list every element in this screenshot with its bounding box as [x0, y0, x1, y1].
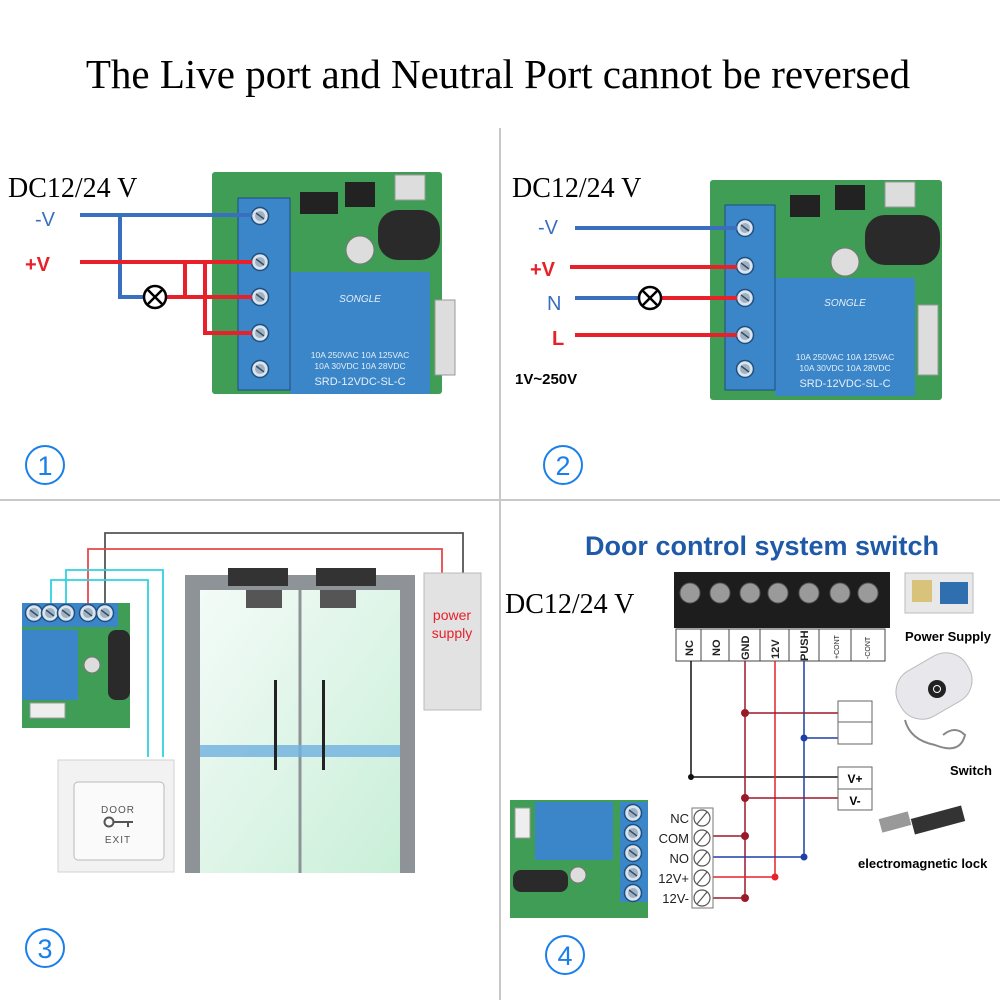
wires — [80, 213, 252, 335]
controller-terminal-block: NC NO GND 12V PUSH +CONT -CONT — [674, 572, 890, 662]
exit-button: DOOR EXIT — [57, 759, 175, 873]
power-supply-label-2: supply — [432, 625, 472, 641]
antenna-coil — [865, 215, 940, 265]
neutral-label: N — [547, 293, 561, 315]
panel-4: Door control system switch DC12/24 V NC … — [505, 531, 992, 975]
lock-terminal-vminus: V- — [849, 794, 860, 808]
relay — [290, 272, 430, 394]
relay-model: SRD-12VDC-SL-C — [799, 378, 890, 390]
wires — [50, 532, 464, 757]
power-supply-label-1: power — [433, 607, 471, 623]
relay-terminal-com: COM — [659, 831, 689, 846]
step-number: 3 — [37, 934, 52, 964]
panel-1: SONGLE 10A 250VAC 10A 125VAC 10A 30VDC 1… — [8, 172, 456, 485]
magnetic-lock — [228, 568, 288, 586]
live-label: L — [552, 328, 564, 350]
step-number-badge — [25, 445, 65, 485]
panel-title: Door control system switch — [585, 531, 939, 561]
terminal-label-12v: 12V — [770, 639, 782, 659]
relay-terminals: NC COM NO 12V+ 12V- — [658, 807, 714, 909]
panel-2: SONGLE 10A 250VAC 10A 125VAC 10A 30VDC 1… — [512, 173, 942, 485]
terminal-label-pos-cont: +CONT — [834, 634, 841, 659]
panel-3: power supply DOOR EXIT 3 — [22, 532, 482, 968]
relay-board — [510, 800, 648, 918]
step-number-badge — [545, 935, 585, 975]
wires — [570, 226, 737, 337]
capacitor — [345, 235, 375, 265]
power-supply: power supply — [423, 572, 482, 711]
relay-brand: SONGLE — [824, 298, 866, 309]
door-handle — [274, 680, 277, 770]
relay-board: SONGLE 10A 250VAC 10A 125VAC 10A 30VDC 1… — [710, 180, 942, 400]
neg-label: -V — [538, 217, 559, 239]
power-supply-image — [904, 572, 974, 614]
step-number-badge — [543, 445, 583, 485]
lock-terminal-vplus: V+ — [847, 772, 862, 786]
terminal-label-neg-cont: -CONT — [865, 636, 872, 659]
relay-terminal-12v-plus: 12V+ — [658, 871, 689, 886]
key-icon — [103, 816, 133, 828]
lock-label: electromagnetic lock — [858, 856, 988, 871]
page-title: The Live port and Neutral Port cannot be… — [86, 51, 910, 97]
relay — [775, 278, 915, 396]
terminal-label-push: PUSH — [799, 630, 811, 661]
door-handle — [322, 680, 325, 770]
terminal-label-gnd: GND — [740, 636, 752, 661]
step-number: 4 — [557, 941, 572, 971]
voltage-label: DC12/24 V — [505, 589, 634, 620]
terminal-label-no: NO — [711, 639, 723, 656]
capacitor — [830, 247, 860, 277]
step-number: 1 — [37, 451, 52, 481]
wires — [688, 661, 838, 902]
relay-brand: SONGLE — [339, 294, 381, 305]
step-number-badge — [25, 928, 65, 968]
antenna-coil — [378, 210, 440, 260]
neg-label: -V — [35, 209, 56, 231]
power-supply-label: Power Supply — [905, 629, 992, 644]
voltage-label: DC12/24 V — [8, 173, 137, 204]
pos-label: +V — [25, 254, 51, 276]
relay-board — [22, 603, 130, 728]
terminal-label-nc: NC — [684, 640, 696, 656]
relay-rating-2: 10A 30VDC 10A 28VDC — [314, 361, 405, 371]
switch-label: Switch — [950, 763, 992, 778]
voltage-label: DC12/24 V — [512, 173, 641, 204]
lock-terminal-box: V+ V- — [837, 766, 873, 811]
lamp-icon — [637, 285, 663, 311]
lamp-icon — [142, 284, 168, 310]
electromagnetic-lock-icon — [878, 805, 966, 835]
relay-terminal-nc: NC — [670, 811, 689, 826]
relay-board: SONGLE 10A 250VAC 10A 125VAC 10A 30VDC 1… — [212, 172, 456, 394]
switch-terminal-box — [837, 700, 873, 745]
voltage-range: 1V~250V — [515, 371, 577, 388]
relay-terminal-no: NO — [670, 851, 690, 866]
relay-terminal-12v-minus: 12V- — [662, 891, 689, 906]
exit-button-bottom-text: EXIT — [105, 835, 131, 846]
relay-model: SRD-12VDC-SL-C — [314, 376, 405, 388]
magnetic-lock — [316, 568, 376, 586]
step-number: 2 — [555, 451, 570, 481]
exit-button-top-text: DOOR — [101, 805, 135, 816]
door — [185, 568, 415, 873]
relay-rating-1: 10A 250VAC 10A 125VAC — [796, 352, 894, 362]
pos-label: +V — [530, 259, 556, 281]
relay-rating-2: 10A 30VDC 10A 28VDC — [799, 363, 890, 373]
remote-control-icon — [895, 652, 973, 750]
relay-rating-1: 10A 250VAC 10A 125VAC — [311, 350, 409, 360]
